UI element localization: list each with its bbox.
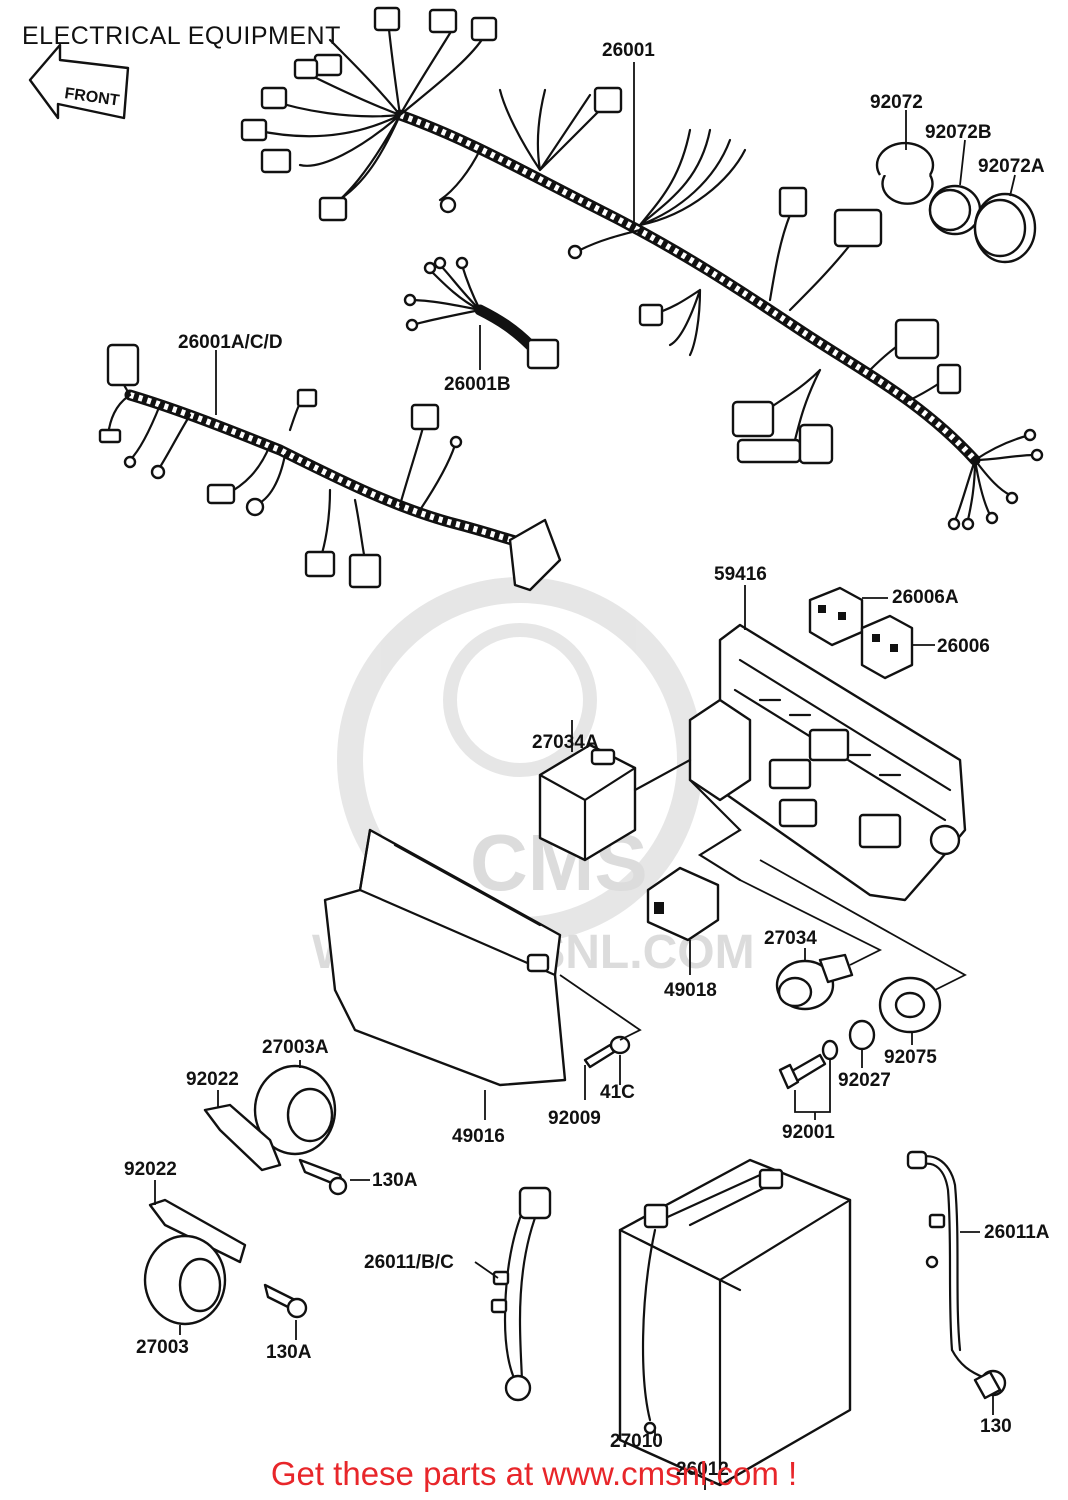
label-27034a: 27034A: [532, 732, 599, 753]
label-130a-a: 130A: [372, 1170, 418, 1191]
relay-49018: [646, 866, 720, 975]
label-92022-a: 92022: [186, 1069, 239, 1090]
label-92022-b: 92022: [124, 1159, 177, 1180]
front-arrow-icon: FRONT: [28, 43, 130, 120]
label-49016: 49016: [452, 1126, 505, 1147]
page-title: ELECTRICAL EQUIPMENT: [22, 22, 341, 50]
label-26012: 26012: [676, 1459, 729, 1480]
clamps-92072: [875, 141, 1037, 264]
relay-box-59416: [688, 585, 967, 902]
label-26001: 26001: [602, 40, 655, 61]
label-27034: 27034: [764, 928, 817, 949]
battery-26012: [618, 1158, 852, 1487]
label-92072: 92072: [870, 92, 923, 113]
cover-49016: [323, 828, 567, 1120]
label-41c: 41C: [600, 1082, 635, 1103]
label-92072a: 92072A: [978, 156, 1045, 177]
cable-26011a: [906, 1150, 1007, 1415]
grommet-92075: [878, 976, 942, 1045]
label-26006a: 26006A: [892, 587, 959, 608]
label-26011a: 26011A: [984, 1222, 1050, 1243]
grommet-41c: [559, 974, 642, 1085]
label-92072b: 92072B: [925, 122, 992, 143]
label-92009: 92009: [548, 1108, 601, 1129]
horn-27003a: [203, 1060, 348, 1196]
label-59416: 59416: [714, 564, 767, 585]
label-26001b: 26001B: [444, 374, 511, 395]
label-27010: 27010: [610, 1431, 663, 1452]
main-harness-26001: [240, 6, 1044, 531]
label-92027: 92027: [838, 1070, 891, 1091]
label-27003a: 27003A: [262, 1037, 329, 1058]
label-92075: 92075: [884, 1047, 937, 1068]
cable-26011bc: [474, 1186, 552, 1402]
label-26001acd: 26001A/C/D: [178, 332, 283, 353]
relay-26006a: [808, 586, 864, 647]
sub-harness-26001b: [403, 256, 560, 370]
footer-link[interactable]: Get these parts at www.cmsnl.com !: [270, 1455, 798, 1492]
label-130a-b: 130A: [266, 1342, 312, 1363]
relay-26006: [860, 614, 914, 680]
collar-92027: [821, 1019, 876, 1068]
label-49018: 49018: [664, 980, 717, 1001]
label-92001: 92001: [782, 1122, 835, 1143]
bolt-92001: [778, 1053, 831, 1120]
harness-26001acd: [98, 343, 562, 592]
label-27003: 27003: [136, 1337, 189, 1358]
label-26011bc: 26011/B/C: [364, 1252, 454, 1273]
horn-27003: [143, 1180, 308, 1340]
label-130: 130: [980, 1416, 1012, 1437]
relay-27034a: [538, 743, 637, 862]
label-26006: 26006: [937, 636, 990, 657]
flasher-27034: [739, 859, 967, 1011]
